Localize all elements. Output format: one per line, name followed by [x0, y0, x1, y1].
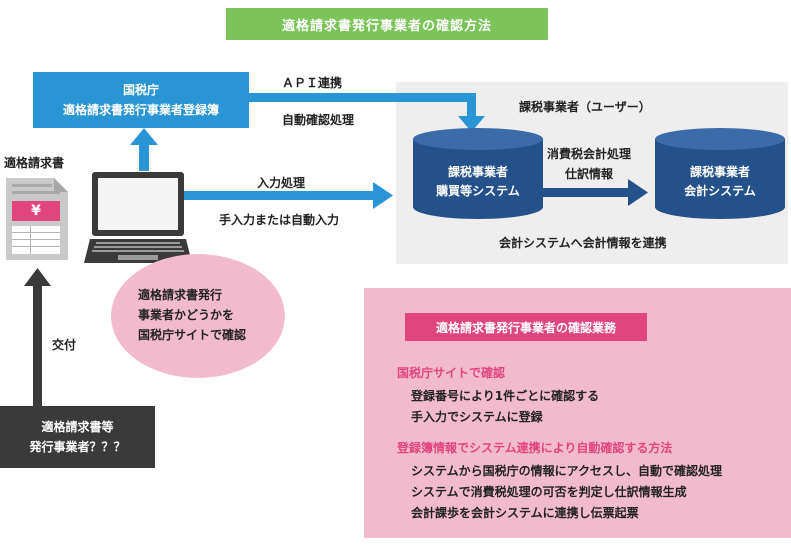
issuer-box-line2: 発行事業者？？？ [29, 440, 126, 454]
section1-title: 国税庁サイトで確認 [397, 366, 506, 380]
laptop-up-arrow-head [130, 128, 158, 145]
flow-arrow-head [628, 179, 648, 206]
delivery-arrow-shaft [33, 284, 42, 406]
section2-item: システムで消費税処理の可否を判定し仕訳情報生成 [411, 485, 687, 499]
input-label: 入力処理 [257, 176, 306, 190]
purchase-system-cylinder [413, 128, 543, 219]
page-title: 適格請求書発行事業者の確認方法 [226, 8, 548, 40]
oval-text-line1: 適格請求書発行 [138, 288, 223, 302]
api-arrow-head [458, 116, 485, 132]
accounting-system-cylinder [655, 128, 785, 219]
delivery-label: 交付 [52, 338, 77, 352]
section2-title: 登録簿情報でシステム連携により自動確認する方法 [397, 441, 673, 455]
flow-label-line1: 消費税会計処理 [547, 147, 632, 161]
flow-label-line2: 仕訳情報 [565, 167, 614, 181]
auto-check-label: 自動確認処理 [282, 113, 355, 127]
accounting-system-label: 課税事業者 会計システム [654, 163, 786, 201]
accounting-system-line1: 課税事業者 [689, 165, 750, 179]
purchase-system-label: 課税事業者 購買等システム [412, 163, 544, 201]
check-oval [111, 254, 285, 378]
oval-text-line2: 事業者かどうかを [138, 308, 235, 322]
issuer-box-line1: 適格請求書等 [41, 420, 114, 434]
oval-text: 適格請求書発行 事業者かどうかを 国税庁サイトで確認 [138, 285, 246, 345]
section1-item: 登録番号により1件ごとに確認する [411, 389, 600, 403]
nta-box-line1: 国税庁 [122, 83, 159, 97]
section2-item: システムから国税庁の情報にアクセスし、自動で確認処理 [411, 464, 723, 478]
tasks-header: 適格請求書発行事業者の確認業務 [405, 313, 647, 341]
api-label: ＡＰＩ連携 [282, 76, 343, 90]
api-arrow-vertical [467, 93, 476, 118]
nta-registry-box: 国税庁 適格請求書発行事業者登録簿 [33, 72, 249, 128]
flow-arrow-shaft [542, 188, 630, 197]
link-label: 会計システムへ会計情報を連携 [499, 236, 667, 250]
laptop-up-arrow-shaft [139, 143, 149, 171]
taxable-business-label: 課税事業者（ユーザー） [519, 100, 651, 114]
section2-item: 会計課歩を会計システムに連携し伝票起票 [411, 506, 639, 520]
issuer-box: 適格請求書等 発行事業者？？？ [0, 406, 155, 468]
api-arrow-horizontal [249, 93, 476, 102]
purchase-system-line1: 課税事業者 [447, 165, 508, 179]
yen-symbol: ¥ [31, 203, 41, 219]
invoice-document-icon [6, 178, 68, 260]
nta-box-line2: 適格請求書発行事業者登録簿 [62, 103, 219, 117]
section1-item: 手入力でシステムに登録 [411, 410, 543, 424]
purchase-system-line2: 購買等システム [436, 184, 520, 198]
delivery-arrow-head [24, 268, 51, 286]
input-arrow-head [373, 182, 393, 209]
accounting-system-line2: 会計システム [684, 184, 756, 198]
manual-auto-label: 手入力または自動入力 [219, 213, 340, 227]
laptop-icon [84, 172, 192, 263]
input-arrow-shaft [183, 191, 375, 200]
oval-text-line3: 国税庁サイトで確認 [138, 328, 247, 342]
invoice-label: 適格請求書 [4, 156, 65, 170]
